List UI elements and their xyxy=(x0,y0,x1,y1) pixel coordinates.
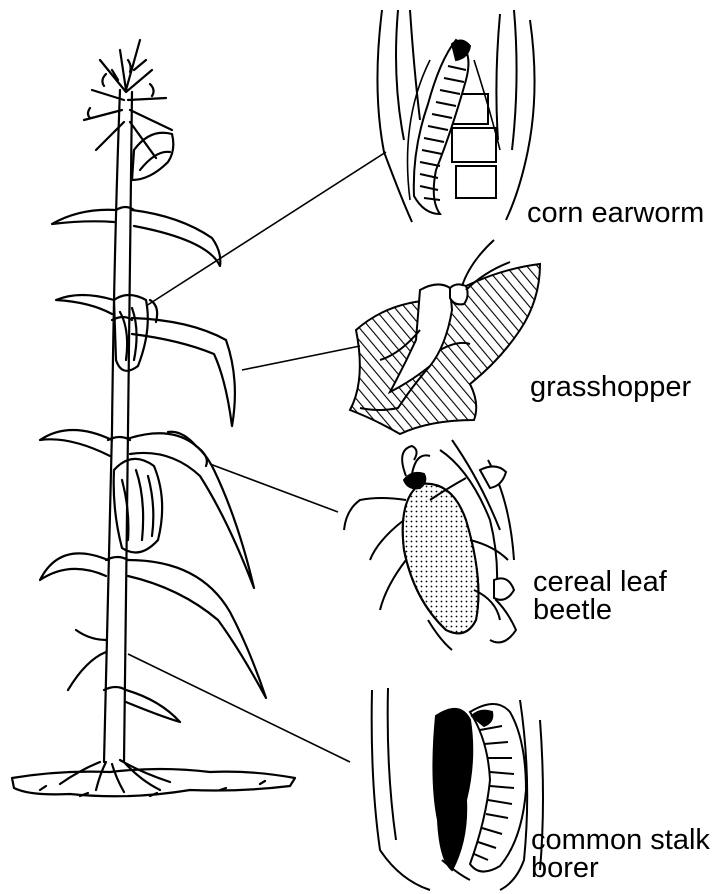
grasshopper-label: grasshopper xyxy=(530,372,691,402)
common-stalk-borer-label: common stalk borer xyxy=(531,826,721,882)
grasshopper-drawing xyxy=(350,240,540,434)
cereal-leaf-beetle-label: cereal leaf beetle xyxy=(533,568,713,624)
cereal-leaf-beetle-drawing xyxy=(344,440,516,650)
corn-earworm-label: corn earworm xyxy=(527,198,704,228)
leader-line-grasshopper xyxy=(242,346,360,370)
leader-line-corn-earworm xyxy=(146,152,386,306)
corn-earworm-drawing xyxy=(377,10,534,222)
leader-line-common-stalk-borer xyxy=(128,654,350,762)
common-stalk-borer-drawing xyxy=(372,688,543,890)
corn-plant-drawing xyxy=(12,40,295,796)
